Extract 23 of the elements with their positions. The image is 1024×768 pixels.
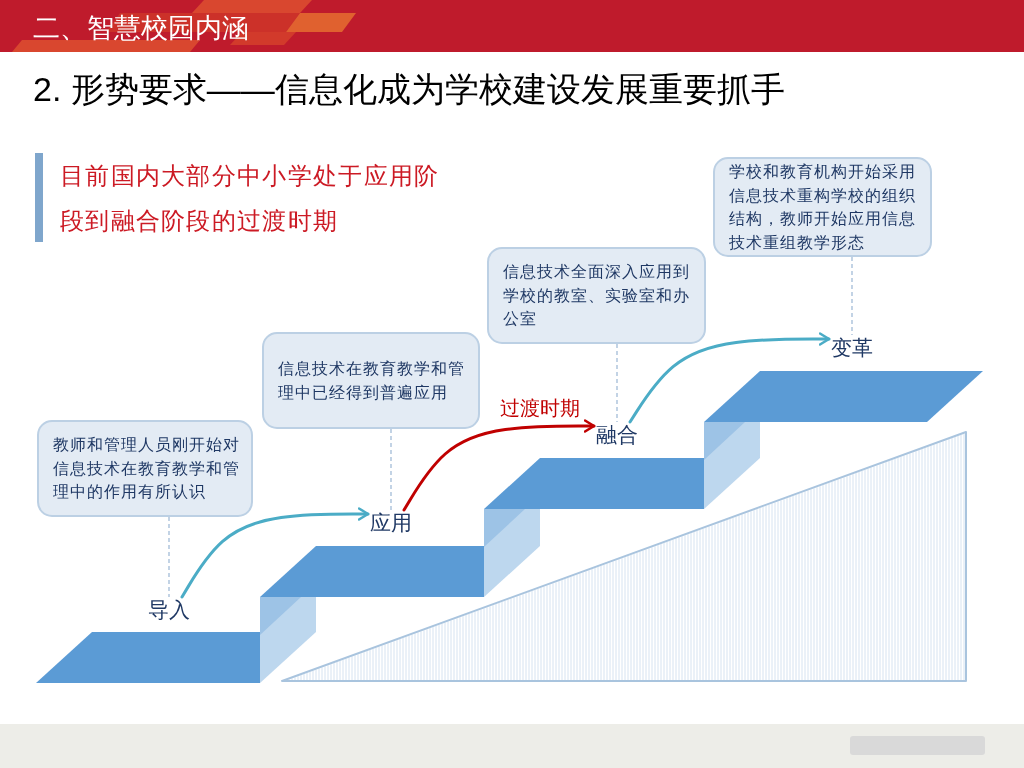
- callout-box: [713, 157, 932, 257]
- callout-text: 信息技术在教育教学和管理中已经得到普遍应用: [278, 359, 466, 403]
- callout-text: 信息技术全面深入应用到学校的教室、实验室和办公室: [503, 262, 691, 330]
- stage-label: 变革: [829, 335, 875, 361]
- curved-arrow: [628, 332, 831, 424]
- section-heading: 二、智慧校园内涵: [33, 13, 249, 43]
- leader-line: [390, 428, 392, 511]
- callout-box: [262, 332, 480, 429]
- edge-label: 过渡时期: [498, 396, 582, 420]
- callout-text: 教师和管理人员刚开始对信息技术在教育教学和管理中的作用有所认识: [53, 435, 241, 503]
- stage-label: 导入: [146, 597, 192, 623]
- stage-label: 应用: [368, 510, 414, 536]
- highlight-note: 目前国内大部分中小学处于应用阶段到融合阶段的过渡时期: [60, 162, 441, 236]
- leader-line: [168, 516, 170, 598]
- slide-title: 2. 形势要求——信息化成为学校建设发展重要抓手: [33, 69, 785, 109]
- curved-arrow: [402, 419, 596, 512]
- callout-text: 学校和教育机构开始采用信息技术重构学校的组织结构，教师开始应用信息技术重组教学形态: [729, 162, 917, 253]
- leader-line: [616, 343, 618, 423]
- callout-box: [487, 247, 706, 344]
- leader-line: [851, 256, 853, 336]
- callout-box: [37, 420, 253, 517]
- stage-label: 融合: [594, 422, 640, 448]
- curved-arrow: [180, 507, 370, 599]
